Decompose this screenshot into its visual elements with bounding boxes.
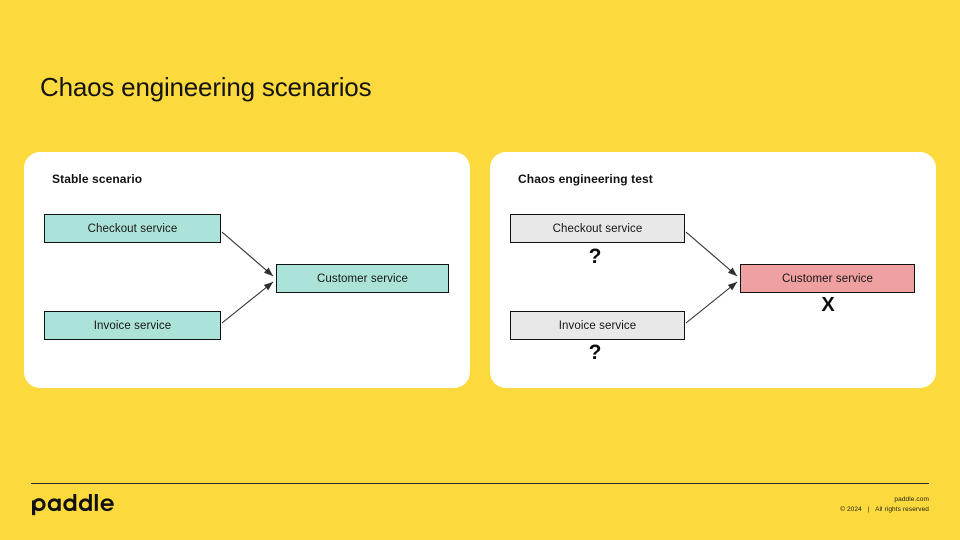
edge-invoice-to-customer xyxy=(221,281,274,324)
copyright-year: © 2024 xyxy=(840,505,862,513)
card-heading: Chaos engineering test xyxy=(518,172,653,186)
paddle-wordmark-icon xyxy=(32,494,114,516)
footer-copyright: © 2024 | All rights reserved xyxy=(840,505,929,515)
question-mark-icon-invoice: ? xyxy=(588,341,602,364)
node-invoice-service[interactable]: Invoice service xyxy=(510,311,685,340)
question-mark-icon-checkout: ? xyxy=(588,245,602,268)
node-invoice-service[interactable]: Invoice service xyxy=(44,311,221,340)
paddle-logo xyxy=(30,494,122,516)
node-checkout-service[interactable]: Checkout service xyxy=(44,214,221,243)
diagram-stable: Checkout service Invoice service Custome… xyxy=(24,152,470,388)
node-label: Checkout service xyxy=(552,222,643,235)
edge-checkout-to-customer xyxy=(685,231,738,277)
edge-invoice-to-customer xyxy=(685,281,738,324)
footer-divider xyxy=(31,483,929,484)
node-label: Customer service xyxy=(781,272,874,285)
card-stable-scenario: Stable scenario Checkout service Invoice… xyxy=(24,152,470,388)
card-heading: Stable scenario xyxy=(52,172,143,186)
node-customer-service[interactable]: Customer service xyxy=(740,264,915,293)
node-label: Invoice service xyxy=(93,319,172,332)
diagram-chaos: Checkout service Invoice service Custome… xyxy=(490,152,936,388)
failure-x-icon-customer: X xyxy=(821,294,835,316)
card-chaos-engineering-test: Chaos engineering test Checkout service … xyxy=(490,152,936,388)
node-customer-service[interactable]: Customer service xyxy=(276,264,449,293)
node-label: Customer service xyxy=(316,272,409,285)
node-label: Invoice service xyxy=(558,319,637,332)
footer-url[interactable]: paddle.com xyxy=(894,496,929,503)
node-label: Checkout service xyxy=(87,222,178,235)
rights-text: All rights reserved xyxy=(875,505,929,513)
node-checkout-service[interactable]: Checkout service xyxy=(510,214,685,243)
footer-meta: paddle.com © 2024 | All rights reserved xyxy=(840,495,929,515)
page-title: Chaos engineering scenarios xyxy=(40,72,372,102)
footer-separator: | xyxy=(867,505,870,513)
edge-checkout-to-customer xyxy=(221,231,274,277)
diagram-edges xyxy=(221,231,274,324)
diagram-edges xyxy=(685,231,738,324)
